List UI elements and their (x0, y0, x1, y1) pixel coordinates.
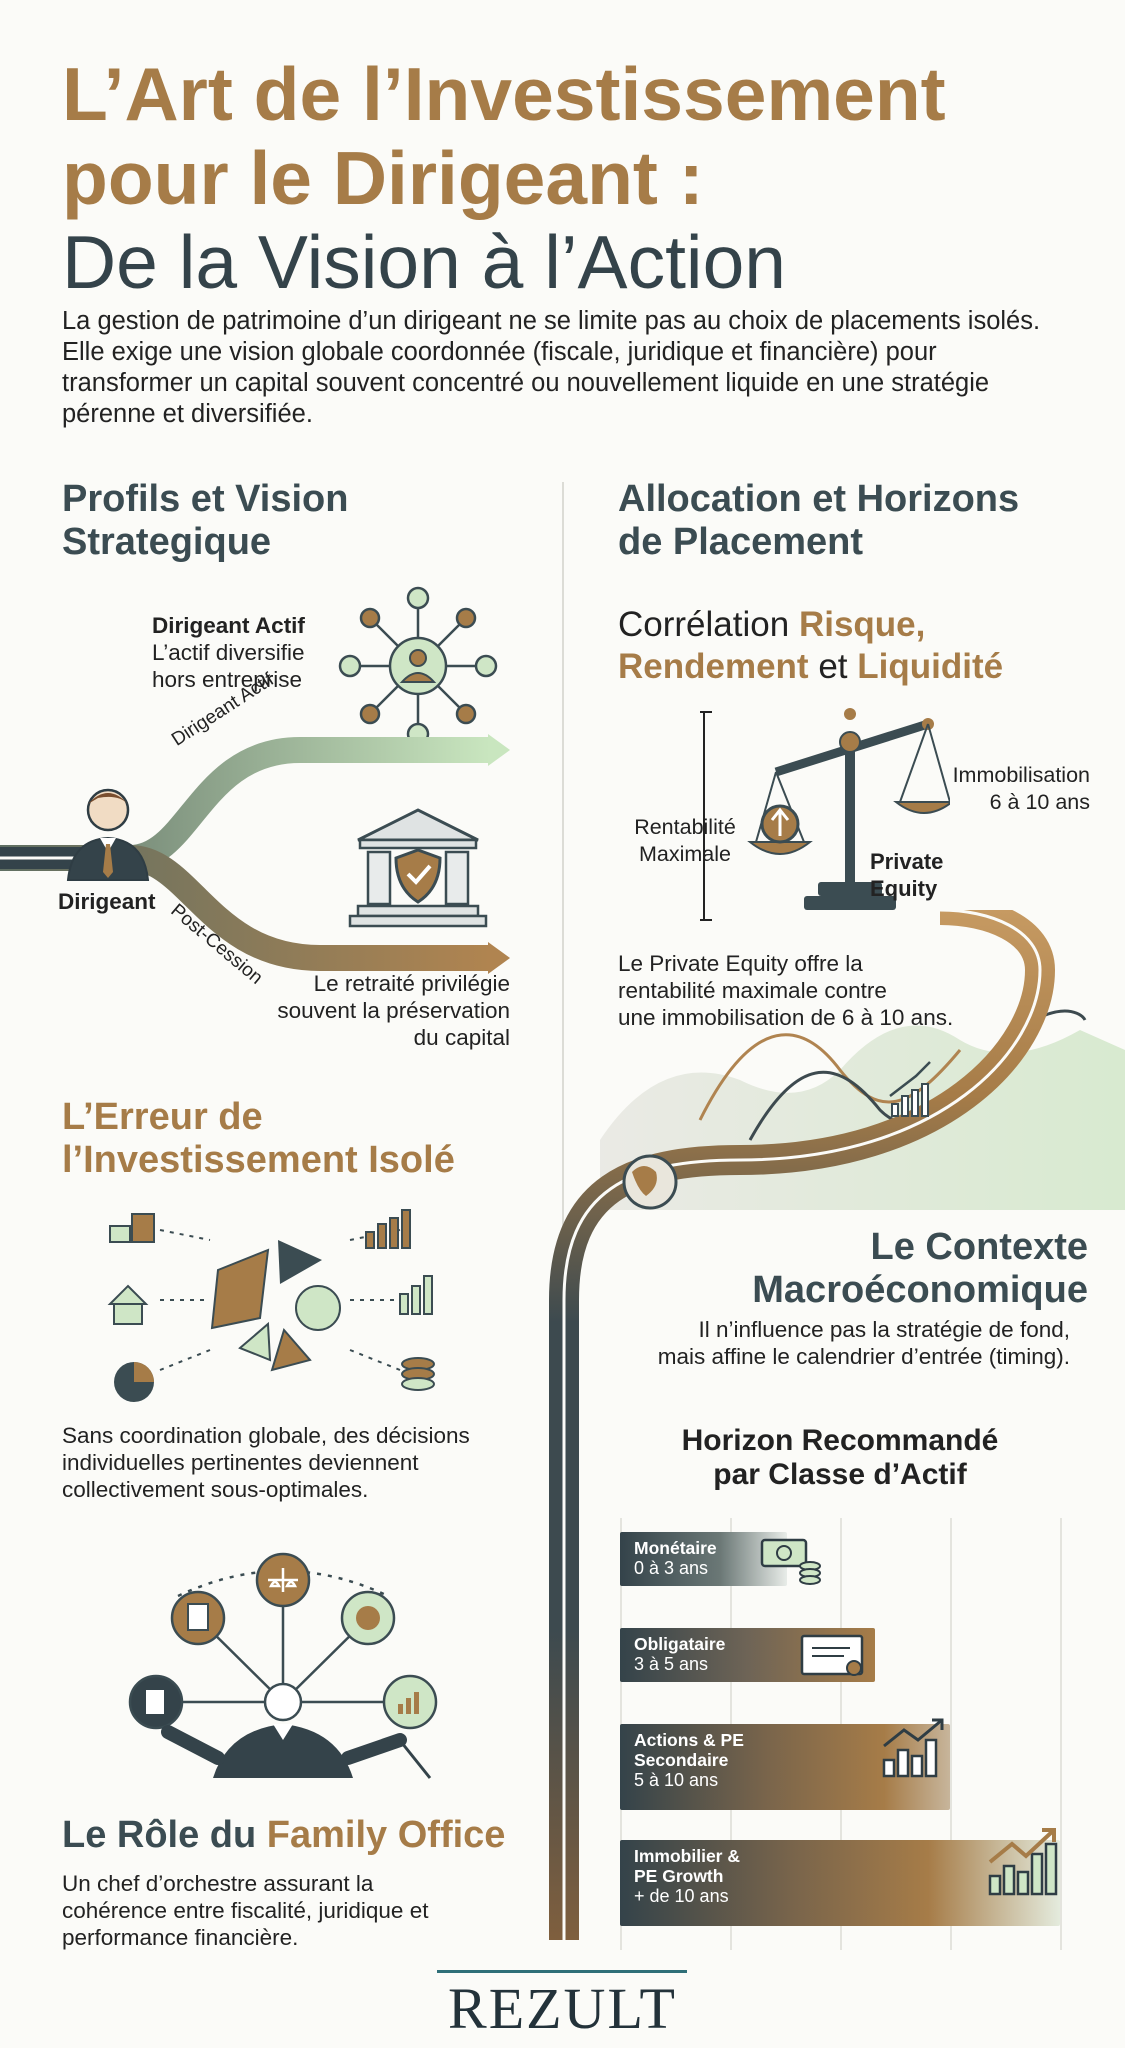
family-office-heading: Le Rôle du Family Office (62, 1814, 506, 1856)
horizon-bar-immobilier: Immobilier &PE Growth+ de 10 ans (620, 1840, 1060, 1926)
correlation-heading: Corrélation Risque, Rendement et Liquidi… (618, 605, 1004, 686)
logo-underline (437, 1970, 687, 1973)
page-title: L’Art de l’Investissement pour le Dirige… (62, 52, 946, 304)
growth-chart-icon (882, 1718, 944, 1778)
rentabilite-label: Rentabilité Maximale (634, 815, 736, 866)
grid-line (950, 1518, 952, 1950)
bank-shield-icon (348, 808, 488, 928)
grid-line (1060, 1518, 1062, 1950)
isolated-investments-diagram (107, 1209, 435, 1402)
balance-scale-icon (700, 708, 950, 921)
money-icon (760, 1538, 821, 1585)
horizon-heading: Horizon Recommandé par Classe d’Actif (681, 1424, 999, 1491)
allocation-heading: Allocation et Horizons de Placement (618, 478, 1020, 563)
brand-logo: REZULT (448, 1976, 677, 2041)
immobilisation-label: Immobilisation 6 à 10 ans (952, 763, 1090, 814)
macro-desc: Il n’influence pas la stratégie de fond,… (657, 1317, 1070, 1369)
orchestra-diagram (128, 1552, 438, 1779)
macro-heading: Le Contexte Macroéconomique (752, 1226, 1088, 1311)
intro-paragraph: La gestion de patrimoine d’un dirigeant … (62, 307, 1041, 428)
private-equity-desc: Le Private Equity offre la rentabilité m… (618, 951, 954, 1030)
private-equity-label: Private Equity (870, 849, 944, 901)
person-label: Dirigeant (58, 889, 156, 914)
profils-heading: Profils et Vision Strategique (62, 478, 349, 563)
dirigeant-actif-block: Dirigeant Actif L’actif diversifie hors … (152, 613, 305, 692)
erreur-desc: Sans coordination globale, des décisions… (62, 1423, 470, 1502)
retraite-desc: Le retraité privilégie souvent la préser… (277, 971, 510, 1050)
network-icon (338, 586, 498, 746)
journey-road (549, 910, 1125, 1940)
certificate-icon (800, 1634, 864, 1676)
erreur-heading: L’Erreur de l’Investissement Isolé (62, 1096, 455, 1181)
family-office-desc: Un chef d’orchestre assurant la cohérenc… (62, 1871, 429, 1950)
person-icon (66, 788, 150, 881)
growth-chart-green-icon (988, 1828, 1058, 1896)
column-divider (562, 482, 564, 1282)
